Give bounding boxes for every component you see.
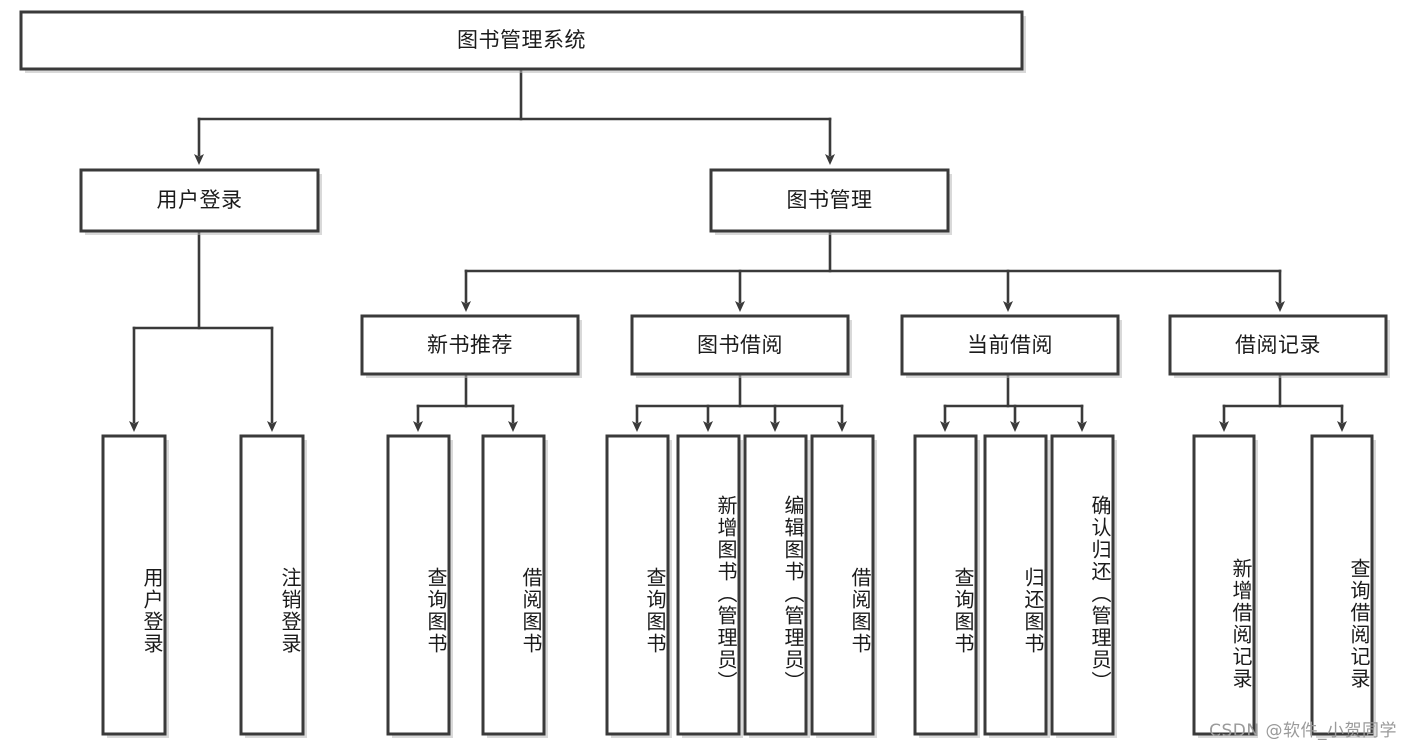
node-rect-new-book-recommend[interactable] — [360, 314, 580, 376]
node-rect-leaf-query-book-current[interactable] — [913, 434, 978, 736]
connector-group-user-login — [129, 229, 277, 432]
node-boxes — [19, 10, 1390, 738]
connector-group-book-management — [461, 229, 1285, 312]
connector-group-book-borrow — [632, 372, 847, 432]
node-rect-book-borrow[interactable] — [630, 314, 850, 376]
node-rect-leaf-query-book-rec[interactable] — [386, 434, 451, 736]
node-rect-leaf-user-login[interactable] — [101, 434, 167, 736]
node-rect-leaf-add-borrow-record[interactable] — [1192, 434, 1256, 736]
node-rect-book-management[interactable] — [709, 168, 950, 233]
connector-group-new-book-recommend — [413, 372, 518, 432]
node-rect-leaf-confirm-return[interactable] — [1050, 434, 1115, 736]
node-rect-leaf-borrow-book-rec[interactable] — [481, 434, 546, 736]
connector-group-root — [194, 67, 835, 165]
watermark-text: CSDN @软件_小贺同学 — [1209, 721, 1397, 741]
node-rect-leaf-add-book[interactable] — [676, 434, 741, 736]
node-rect-root[interactable] — [19, 10, 1024, 71]
node-rect-leaf-return-book[interactable] — [983, 434, 1048, 736]
node-rect-user-login[interactable] — [79, 168, 320, 233]
node-rect-leaf-logout[interactable] — [239, 434, 305, 736]
node-rect-leaf-edit-book[interactable] — [743, 434, 808, 736]
node-rect-leaf-borrow-book[interactable] — [810, 434, 875, 736]
node-rect-current-borrow[interactable] — [900, 314, 1120, 376]
connector-group-current-borrow — [940, 372, 1087, 432]
node-rect-leaf-query-borrow-record[interactable] — [1310, 434, 1374, 736]
connector-group-borrow-record — [1219, 372, 1347, 432]
node-rect-leaf-query-book-borrow[interactable] — [605, 434, 670, 736]
node-rect-borrow-record[interactable] — [1168, 314, 1388, 376]
